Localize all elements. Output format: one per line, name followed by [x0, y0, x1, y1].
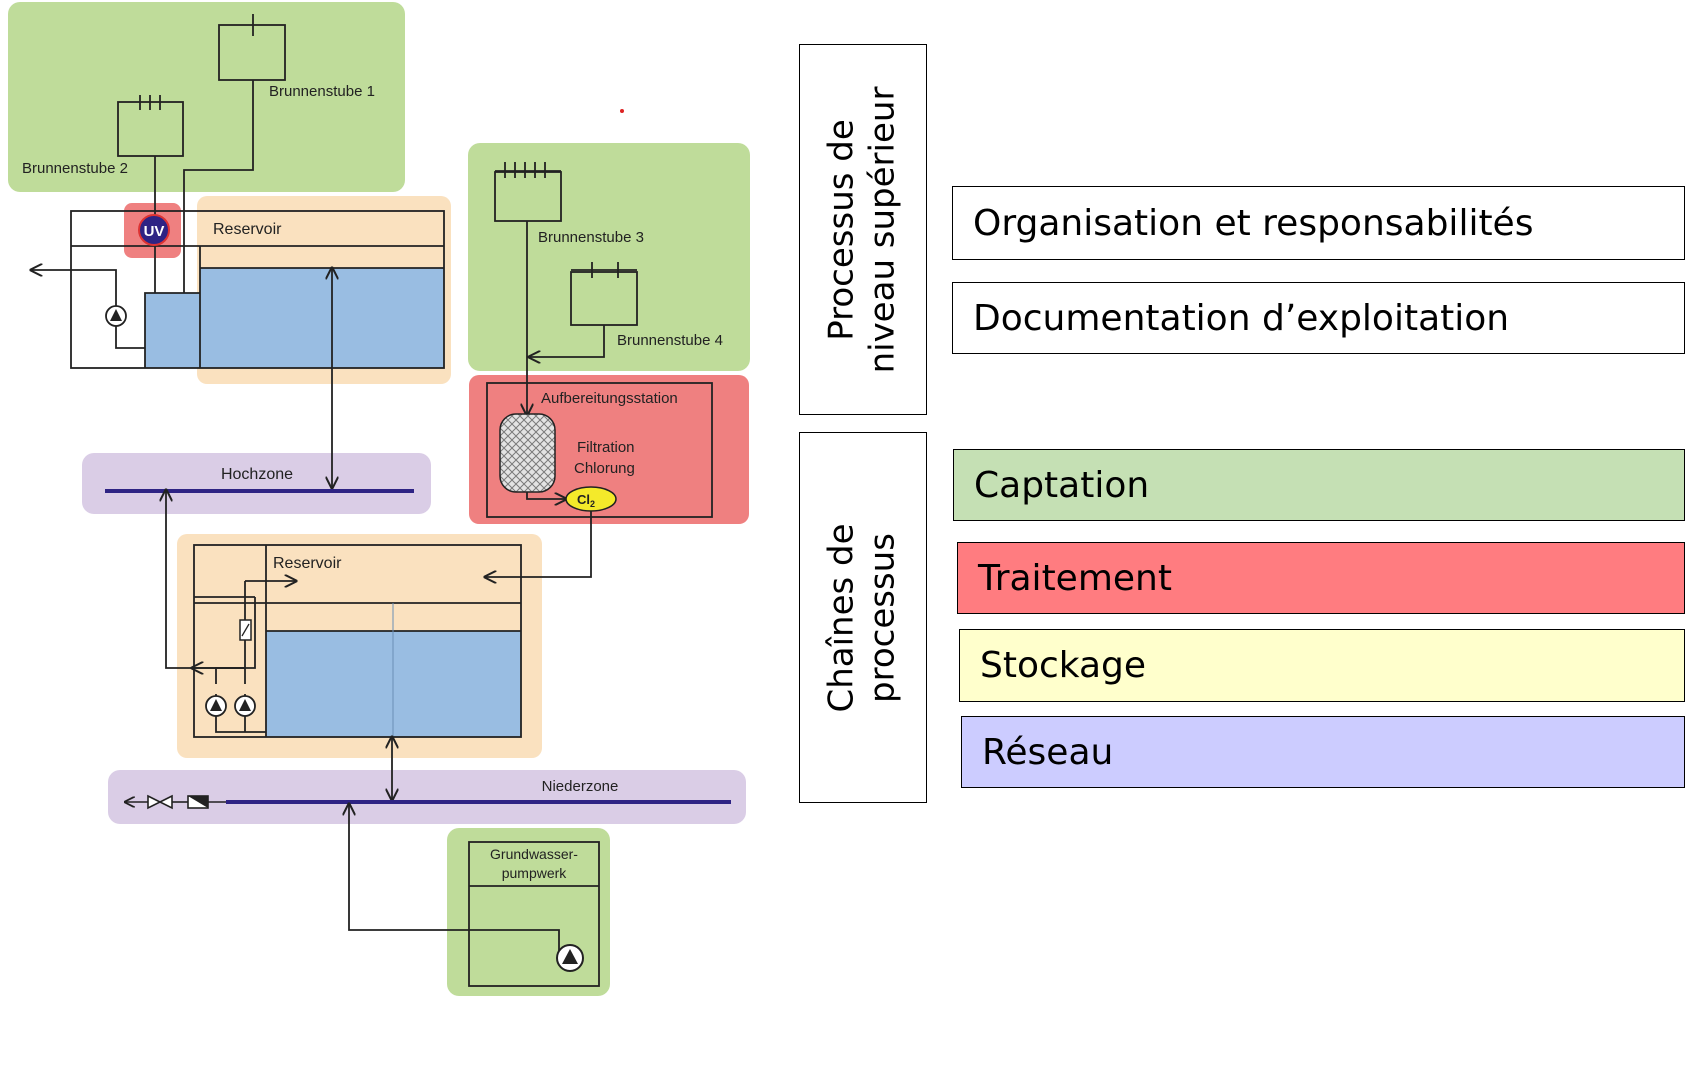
uv-label: UV: [144, 223, 165, 240]
hochzone-label: Hochzone: [221, 466, 293, 483]
brunnenstube-2-label: Brunnenstube 2: [22, 160, 128, 177]
item-stockage: Stockage: [959, 629, 1685, 702]
bottom-group-label-line2: processus: [863, 532, 903, 703]
top-group-label-line2: niveau supérieur: [863, 86, 903, 373]
water-supply-diagram: Brunnenstube 1 Brunnenstube 2 Reservoir …: [8, 2, 750, 996]
chlorung-label: Chlorung: [574, 460, 635, 477]
treatment-station-box: [486, 382, 713, 518]
reservoir-mid-label: Reservoir: [273, 555, 342, 572]
groundwater-pump-box: [468, 841, 600, 987]
source-zone-top: [8, 2, 405, 192]
item-organisation: Organisation et responsabilités: [952, 186, 1685, 260]
cl2-subscript: 2: [590, 499, 595, 509]
item-reseau: Réseau: [961, 716, 1685, 788]
cl2-label: Cl2: [577, 492, 595, 509]
groundwater-to-niederzone: [349, 804, 560, 958]
filter-vessel: [499, 413, 556, 493]
bottom-group-label-line1: Chaînes de: [821, 522, 862, 713]
top-group-label-line1: Processus de: [821, 118, 862, 341]
stray-dot: [620, 109, 624, 113]
item-documentation: Documentation d’exploitation: [952, 282, 1685, 354]
item-reseau-label: Réseau: [982, 731, 1114, 773]
item-organisation-label: Organisation et responsabilités: [973, 202, 1534, 244]
item-traitement: Traitement: [957, 542, 1685, 614]
item-captation-label: Captation: [974, 464, 1150, 506]
bottom-group-label: Chaînes de processus: [822, 523, 905, 712]
brunnenstube-4-label: Brunnenstube 4: [617, 332, 723, 349]
reservoir-top-label: Reservoir: [213, 221, 282, 238]
niederzone-valve-outlet: [125, 794, 226, 810]
top-group-label: Processus de niveau supérieur: [822, 86, 905, 373]
niederzone-label: Niederzone: [542, 778, 619, 795]
filter-to-cl2: [526, 492, 566, 499]
item-stockage-label: Stockage: [980, 645, 1147, 686]
niederzone-zone: [108, 770, 746, 824]
uv-icon: [138, 214, 170, 246]
top-group-box: Processus de niveau supérieur: [799, 44, 927, 415]
bottom-group-box: Chaînes de processus: [799, 432, 927, 803]
item-captation: Captation: [953, 449, 1685, 521]
item-traitement-label: Traitement: [978, 557, 1172, 599]
filtration-label: Filtration: [577, 439, 635, 456]
grundwasser-label-2: pumpwerk: [502, 865, 568, 881]
hochzone-zone: [82, 453, 431, 514]
brunnenstube-1-label: Brunnenstube 1: [269, 83, 375, 100]
brunnenstube-4: [529, 262, 638, 357]
upper-reservoir: [31, 210, 445, 369]
aufbereitung-label: Aufbereitungsstation: [541, 390, 678, 407]
source-zone-right: [468, 143, 750, 371]
brunnenstube-3-label: Brunnenstube 3: [538, 229, 644, 246]
item-documentation-label: Documentation d’exploitation: [973, 297, 1510, 339]
middle-reservoir: [166, 490, 522, 738]
grundwasser-label-1: Grundwasser-: [490, 846, 578, 862]
